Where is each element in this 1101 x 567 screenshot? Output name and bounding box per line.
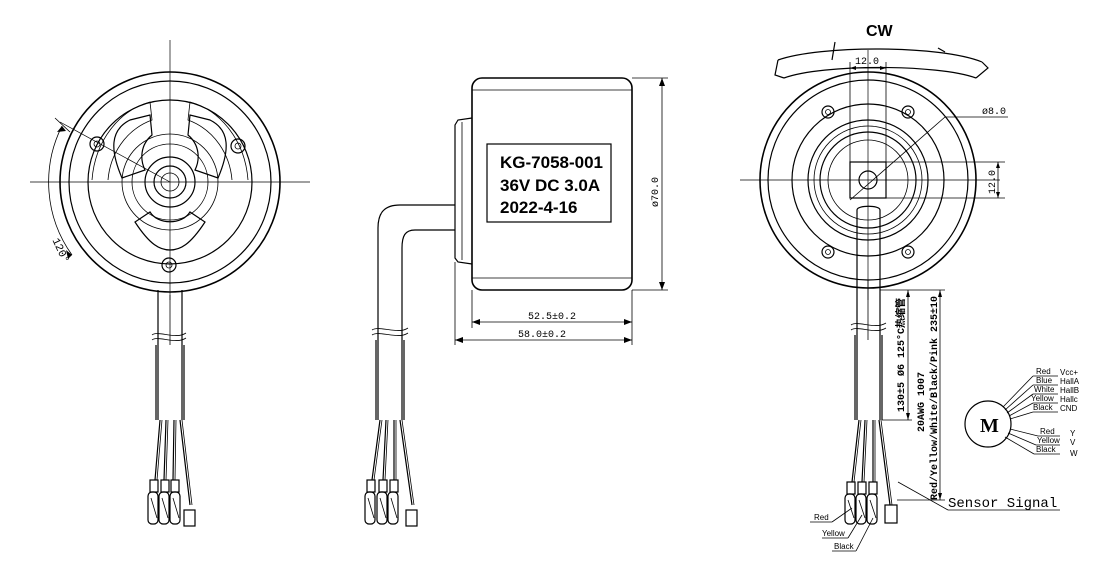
shaft-flat-top-dimension: 12.0 xyxy=(855,57,879,68)
phase-wire-red: Red xyxy=(1040,427,1055,436)
shaft-flat-side-dimension: 12.0 xyxy=(988,170,999,194)
phase-signal-v: V xyxy=(1070,438,1076,447)
cable-spec-dimension: 130±5 Ø6 125°C热缩管 xyxy=(894,298,908,412)
lead-label-black: Black xyxy=(834,542,855,551)
hall-wire-black: Black xyxy=(1033,403,1054,412)
motor-wiring-schematic: M Red Vcc+ Blue HallA White HallB Yellow… xyxy=(964,367,1080,458)
wire-spec: 20AWG 1007 xyxy=(917,372,928,432)
length-inner-dimension: 52.5±0.2 xyxy=(528,312,576,323)
phase-signal-w: W xyxy=(1070,449,1078,458)
angle-dimension: 120° xyxy=(49,237,71,266)
nameplate-label xyxy=(486,143,612,223)
phase-wire-yellow: Yellow xyxy=(1037,436,1060,445)
lead-label-red: Red xyxy=(814,513,829,522)
nameplate-rating: 36V DC 3.0A xyxy=(500,176,600,195)
length-outer-dimension: 58.0±0.2 xyxy=(518,330,566,341)
nameplate-date: 2022-4-16 xyxy=(500,198,578,217)
lead-label-yellow: Yellow xyxy=(822,529,845,538)
hall-signal-cnd: CND xyxy=(1060,404,1078,413)
hall-signal-vcc: Vcc+ xyxy=(1060,368,1078,377)
front-view: CW 12.0 xyxy=(740,23,1060,552)
motor-symbol-label: M xyxy=(980,415,999,437)
shaft-diameter-dimension: ø8.0 xyxy=(982,107,1006,118)
hall-wire-red: Red xyxy=(1036,367,1051,376)
hall-wire-blue: Blue xyxy=(1036,376,1053,385)
side-view: KG-7058-001 36V DC 3.0A 2022-4-16 ø70.0 … xyxy=(364,77,668,527)
phase-wire-black: Black xyxy=(1036,445,1057,454)
body-diameter-dimension: ø70.0 xyxy=(651,177,662,207)
hall-signal-halla: HallA xyxy=(1060,377,1080,386)
nameplate-model: KG-7058-001 xyxy=(500,153,603,172)
phase-signal-y: Y xyxy=(1070,429,1076,438)
rotation-direction-label: CW xyxy=(866,23,894,40)
hall-signal-hallc: Hallc xyxy=(1060,395,1078,404)
hall-wire-yellow: Yellow xyxy=(1031,394,1054,403)
sensor-signal-label: Sensor Signal xyxy=(948,496,1057,512)
motor-symbol xyxy=(964,400,1012,448)
hall-wire-white: White xyxy=(1034,385,1055,394)
wire-colors-length: Red/Yellow/White/Black/Pink 235±10 xyxy=(929,296,941,500)
hall-signal-hallb: HallB xyxy=(1060,386,1079,395)
back-view: 120° xyxy=(30,40,310,527)
